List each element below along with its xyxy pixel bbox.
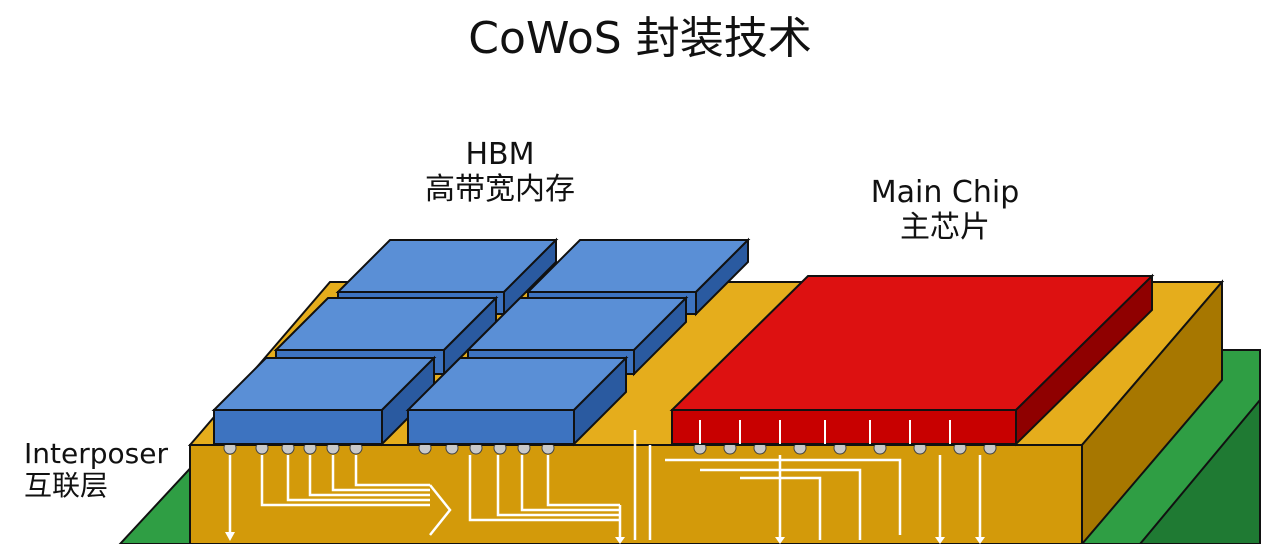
hbm-label: HBM 高带宽内存 [380,137,620,207]
main-chip-label-cn: 主芯片 [900,209,990,245]
page-title: CoWoS 封装技术 [468,13,812,64]
hbm-stack [465,295,689,377]
main-chip [669,273,1155,447]
interposer-traces [228,430,982,540]
hbm-label-cn: 高带宽内存 [425,171,575,207]
interposer-label-cn: 互联层 [24,469,109,503]
interposer-label: Interposer 互联层 [24,437,168,503]
main-chip-label-en: Main Chip [870,175,1020,210]
chip-signal-arrows [699,420,951,444]
hbm-label-en: HBM [465,137,535,172]
hbm-stacks [211,237,751,447]
hbm-stack [405,355,629,447]
interposer-label-en: Interposer [24,437,168,470]
hbm-stack [211,355,437,447]
main-chip-label: Main Chip 主芯片 [830,175,1060,245]
